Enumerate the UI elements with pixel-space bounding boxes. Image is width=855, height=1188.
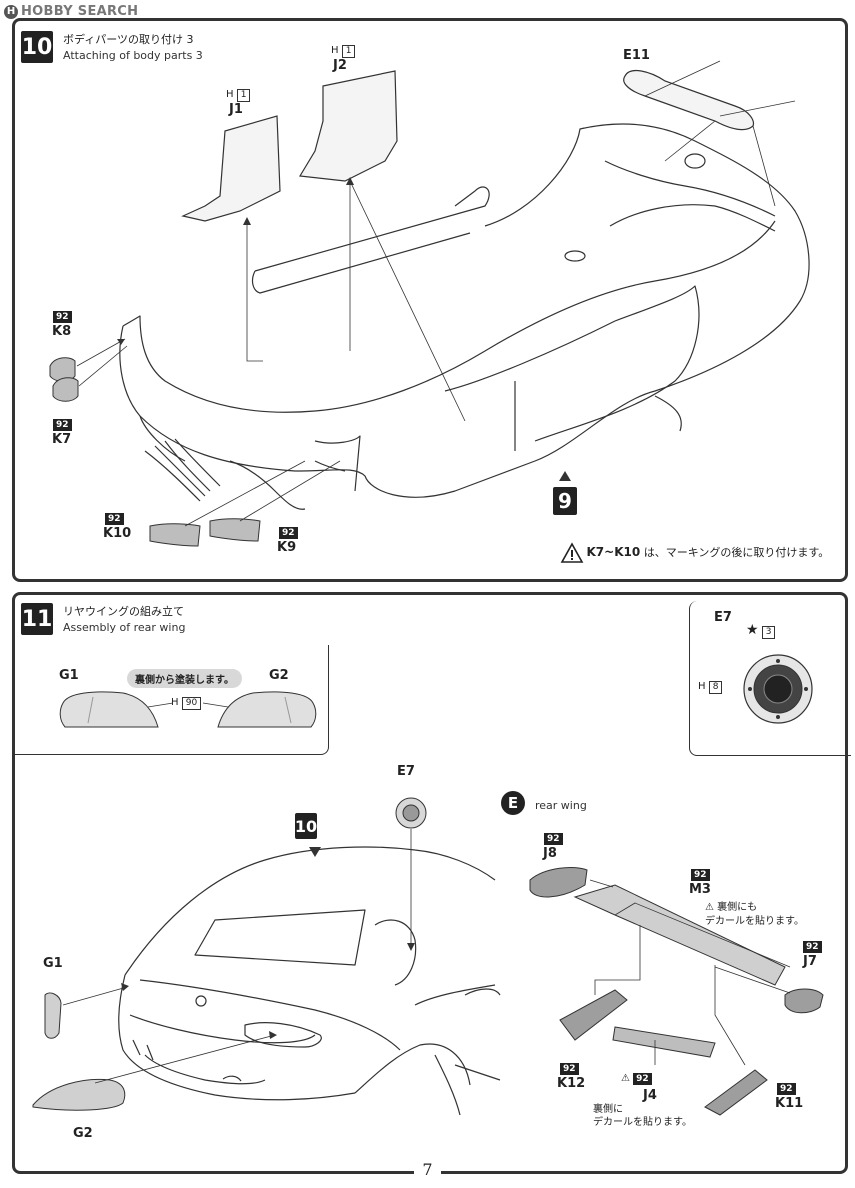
j8-label: J8 xyxy=(543,846,557,861)
watermark-logo-icon: H xyxy=(4,4,18,19)
step-9-reference: 9 xyxy=(553,487,577,515)
lens-paint: H 90 xyxy=(171,697,202,710)
e7-main-label: E7 xyxy=(397,764,415,779)
k7-badge: 92 xyxy=(53,419,72,431)
j7-badge: 92 xyxy=(803,941,822,953)
note-text: は、マーキングの後に取り付けます。 xyxy=(643,546,830,559)
step-10-reference: 10 xyxy=(295,813,317,839)
rear-wing-badge: E xyxy=(501,791,525,815)
step-11-panel: 11 リヤウイングの組み立て Assembly of rear wing G1 … xyxy=(12,592,851,1174)
j8-badge: 92 xyxy=(544,833,563,845)
j7-label: J7 xyxy=(803,954,817,969)
e11-label: E11 xyxy=(623,48,650,63)
m3-warning-icon: ⚠ xyxy=(705,902,714,913)
e7-box-label: E7 xyxy=(714,610,732,625)
k12-label: K12 xyxy=(557,1076,586,1091)
step-10-title-jp: ボディパーツの取り付け 3 xyxy=(63,33,194,46)
m3-note: ⚠ 裏側にも デカールを貼ります。 xyxy=(705,902,804,927)
j4-note: 裏側に デカールを貼ります。 xyxy=(593,1104,692,1128)
watermark: H HOBBY SEARCH xyxy=(4,4,138,19)
warning-icon xyxy=(560,542,584,563)
m3-label: M3 xyxy=(689,882,711,897)
step-10-note: K7~K10 は、マーキングの後に取り付けます。 xyxy=(560,542,830,563)
k10-label: K10 xyxy=(103,526,132,541)
j4-header: ⚠ 92 xyxy=(621,1073,652,1085)
k7-label: K7 xyxy=(52,432,72,447)
e7-subpanel: E7 ★ 3 H 8 xyxy=(689,601,851,756)
paint-reverse-note: 裏側から塗装します。 xyxy=(127,669,242,688)
step-11-title-jp: リヤウイングの組み立て xyxy=(63,605,184,618)
k11-badge: 92 xyxy=(777,1083,796,1095)
k8-label: K8 xyxy=(52,324,72,339)
j4-warning-icon: ⚠ xyxy=(621,1073,630,1084)
lens-subpanel: G1 G2 裏側から塗装します。 H 90 xyxy=(13,645,329,755)
j2-label: J2 xyxy=(333,58,347,73)
step-10-number: 10 xyxy=(21,31,53,63)
j2-paint: H 1 xyxy=(331,45,356,58)
j1-paint: H 1 xyxy=(226,89,251,102)
rear-wing-title: rear wing xyxy=(535,799,587,812)
page-number: 7 xyxy=(0,1160,855,1179)
step-10-panel: 10 ボディパーツの取り付け 3 Attaching of body parts… xyxy=(12,18,848,582)
lens-parts-drawing xyxy=(59,691,317,728)
k11-label: K11 xyxy=(775,1096,804,1111)
lens-g2-label: G2 xyxy=(269,668,289,683)
car-body-diagram xyxy=(49,60,810,547)
step-11-number: 11 xyxy=(21,603,53,635)
e7-top-paint: ★ 3 xyxy=(746,622,776,639)
lens-g1-label: G1 xyxy=(59,668,79,683)
j4-label: J4 xyxy=(643,1088,657,1103)
k9-badge: 92 xyxy=(279,527,298,539)
g2-main-label: G2 xyxy=(73,1126,93,1141)
step-11-title-en: Assembly of rear wing xyxy=(63,621,186,634)
m3-badge: 92 xyxy=(691,869,710,881)
step-10-title-en: Attaching of body parts 3 xyxy=(63,49,203,62)
star-icon: ★ xyxy=(746,622,759,638)
note-parts: K7~K10 xyxy=(586,545,641,559)
e7-side-paint: H 8 xyxy=(698,681,723,694)
j1-label: J1 xyxy=(229,102,243,117)
k10-badge: 92 xyxy=(105,513,124,525)
g1-main-label: G1 xyxy=(43,956,63,971)
k9-label: K9 xyxy=(277,540,297,555)
k8-badge: 92 xyxy=(53,311,72,323)
watermark-text: HOBBY SEARCH xyxy=(21,4,139,19)
fuel-cap-icon xyxy=(743,654,813,724)
car-rear-diagram xyxy=(32,797,824,1116)
k12-badge: 92 xyxy=(560,1063,579,1075)
